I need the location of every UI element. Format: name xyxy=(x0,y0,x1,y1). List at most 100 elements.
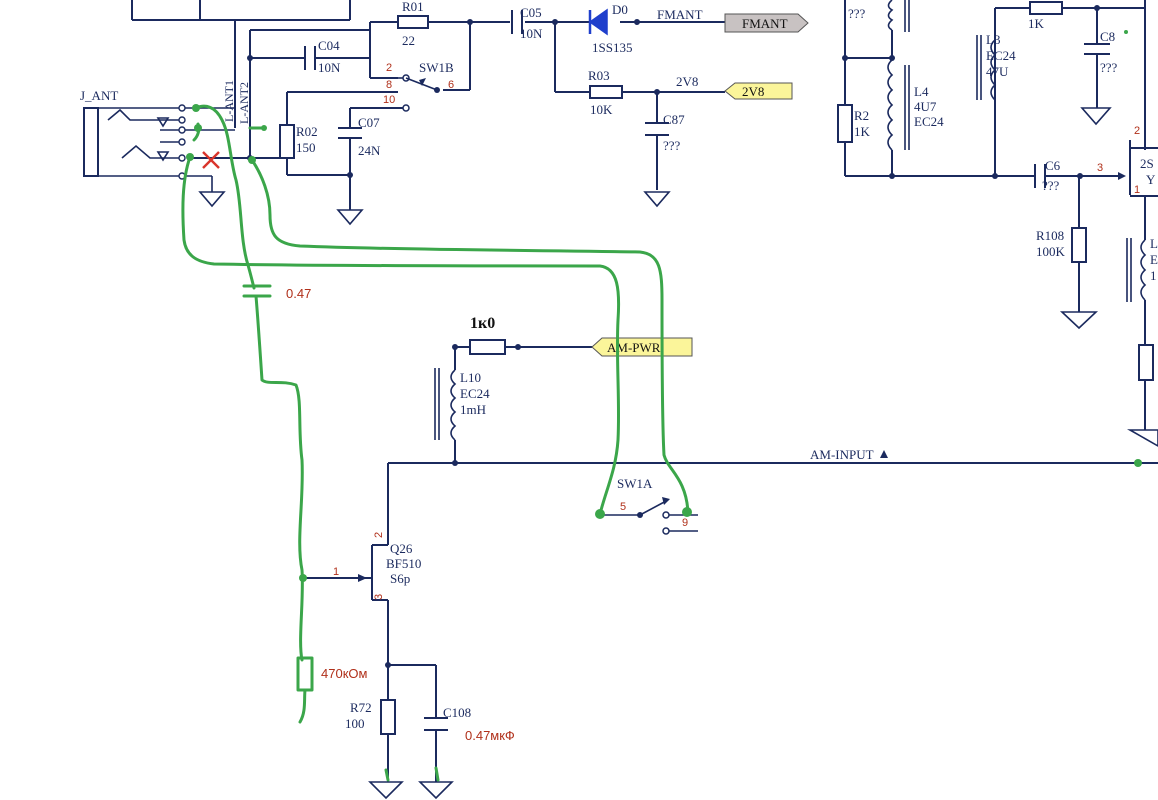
ground-symbol-jant xyxy=(198,191,226,208)
c6-value: ??? xyxy=(1042,178,1060,193)
q-right-pin-2: 2 xyxy=(1134,125,1140,137)
junction-dots xyxy=(247,5,1100,668)
r72-value: 100 xyxy=(345,716,365,731)
c8-value: ??? xyxy=(1100,60,1118,75)
c6-ref: C6 xyxy=(1045,158,1061,173)
r-1k-top-value: 1K xyxy=(1028,16,1045,31)
d0-diode xyxy=(588,8,608,36)
l10-inductor xyxy=(434,368,457,441)
l4-line3: EC24 xyxy=(914,114,944,129)
r72-resistor xyxy=(380,699,396,735)
l3-line3: 47U xyxy=(986,64,1009,79)
c05-value: 10N xyxy=(520,26,543,41)
l4-ref: L4 xyxy=(914,84,929,99)
q26-ref: Q26 xyxy=(390,541,413,556)
c07-ref: C07 xyxy=(358,115,380,130)
j-ant-ref: J_ANT xyxy=(80,88,118,103)
d0-ref: D0 xyxy=(612,2,628,17)
green-wire-sw1a-pin5 xyxy=(181,155,621,516)
r02-value: 150 xyxy=(296,140,316,155)
green-ground-ticks xyxy=(384,766,440,782)
l10-line3: 1mH xyxy=(460,402,486,417)
top-cap-value: ??? xyxy=(848,6,866,21)
r02-ref: R02 xyxy=(296,124,318,139)
r03-ref: R03 xyxy=(588,68,610,83)
l-right-line2: E xyxy=(1150,252,1158,267)
v28-net-label: 2V8 xyxy=(676,74,698,89)
ground-symbol-c108 xyxy=(418,781,454,800)
r2-resistor xyxy=(837,104,853,143)
r72-ref: R72 xyxy=(350,700,372,715)
c07-value: 24N xyxy=(358,143,381,158)
ground-symbols xyxy=(198,107,1158,800)
l-right-line1: L xyxy=(1150,236,1158,251)
r03-resistor xyxy=(589,85,623,99)
c6-pin-3: 3 xyxy=(1097,162,1103,174)
r-1k-top-resistor xyxy=(1029,1,1063,15)
r2-ref: R2 xyxy=(854,108,869,123)
q-right-transistor-partial xyxy=(1130,147,1158,197)
sw1b-pin-8: 8 xyxy=(386,79,392,91)
am-pwr-port-label: AM-PWR xyxy=(607,340,661,355)
r01-resistor xyxy=(397,15,429,29)
ground-symbol-r72 xyxy=(368,781,404,800)
c04-value: 10N xyxy=(318,60,341,75)
d0-value: 1SS135 xyxy=(592,40,632,55)
green-wire-470k-bottom xyxy=(298,688,307,724)
q-right-arrow xyxy=(1118,172,1126,180)
am-input-mark xyxy=(880,450,888,458)
top-left-wiring xyxy=(131,0,725,210)
sw1a-ref: SW1A xyxy=(617,476,653,491)
c04-ref: C04 xyxy=(318,38,340,53)
r-1k0-value: 1к0 xyxy=(470,315,495,332)
q26-pin-3: 3 xyxy=(373,594,385,600)
q26-pin-2: 2 xyxy=(373,532,385,538)
green-added-wiring xyxy=(181,104,690,782)
am-wiring xyxy=(303,346,1158,782)
sw1a-pin-9: 9 xyxy=(682,517,688,529)
ground-symbol-c87 xyxy=(643,191,671,208)
sw1b-ref: SW1B xyxy=(419,60,454,75)
ground-symbol-right xyxy=(1126,429,1158,447)
l-right-line3: 1 xyxy=(1150,268,1157,283)
r01-ref: R01 xyxy=(402,0,424,14)
c05-capacitor xyxy=(511,10,523,34)
green-wire-lant1 xyxy=(194,104,250,267)
l-ant2-label: L-ANT2 xyxy=(237,82,251,124)
v28-port-label: 2V8 xyxy=(742,84,764,99)
r-470k-value: 470кОм xyxy=(321,666,367,681)
c8-ref: C8 xyxy=(1100,29,1115,44)
green-wire-sw1a-pin9 xyxy=(250,158,690,514)
fmant-port-label: FMANT xyxy=(742,16,788,31)
q26-pin-1: 1 xyxy=(333,566,339,578)
r01-value: 22 xyxy=(402,33,415,48)
q26-arrow xyxy=(358,574,367,582)
l-ant1-label: L-ANT1 xyxy=(222,80,236,122)
ground-symbol-c8 xyxy=(1080,107,1112,126)
l-right-inductor-partial xyxy=(1126,238,1154,381)
l3-ref: L3 xyxy=(986,32,1000,47)
am-input-label: AM-INPUT xyxy=(810,447,874,462)
right-top-wiring xyxy=(844,0,1146,430)
green-resistor-470k xyxy=(296,656,314,692)
ground-symbol-c07 xyxy=(336,209,364,226)
sw1a-switch xyxy=(637,497,670,535)
ground-symbol-r108 xyxy=(1059,311,1099,330)
l4-line2: 4U7 xyxy=(914,99,937,114)
c108-value: 0.47мкФ xyxy=(465,728,515,743)
sw1b-pin-6: 6 xyxy=(448,79,454,91)
sw1b-pin-2: 2 xyxy=(386,62,392,74)
r2-value: 1K xyxy=(854,124,871,139)
sw1a-pin-5: 5 xyxy=(620,501,626,513)
green-wire-c047 xyxy=(242,263,304,662)
sw1b-pin-10: 10 xyxy=(383,94,395,106)
red-x-mark xyxy=(202,151,220,169)
green-dots xyxy=(186,30,1142,582)
l4-inductor xyxy=(887,59,910,151)
c-047-value: 0.47 xyxy=(286,286,311,301)
r108-value: 100K xyxy=(1036,244,1066,259)
q26-line3: S6p xyxy=(390,571,410,586)
c108-capacitor xyxy=(424,717,448,731)
r108-ref: R108 xyxy=(1036,228,1064,243)
